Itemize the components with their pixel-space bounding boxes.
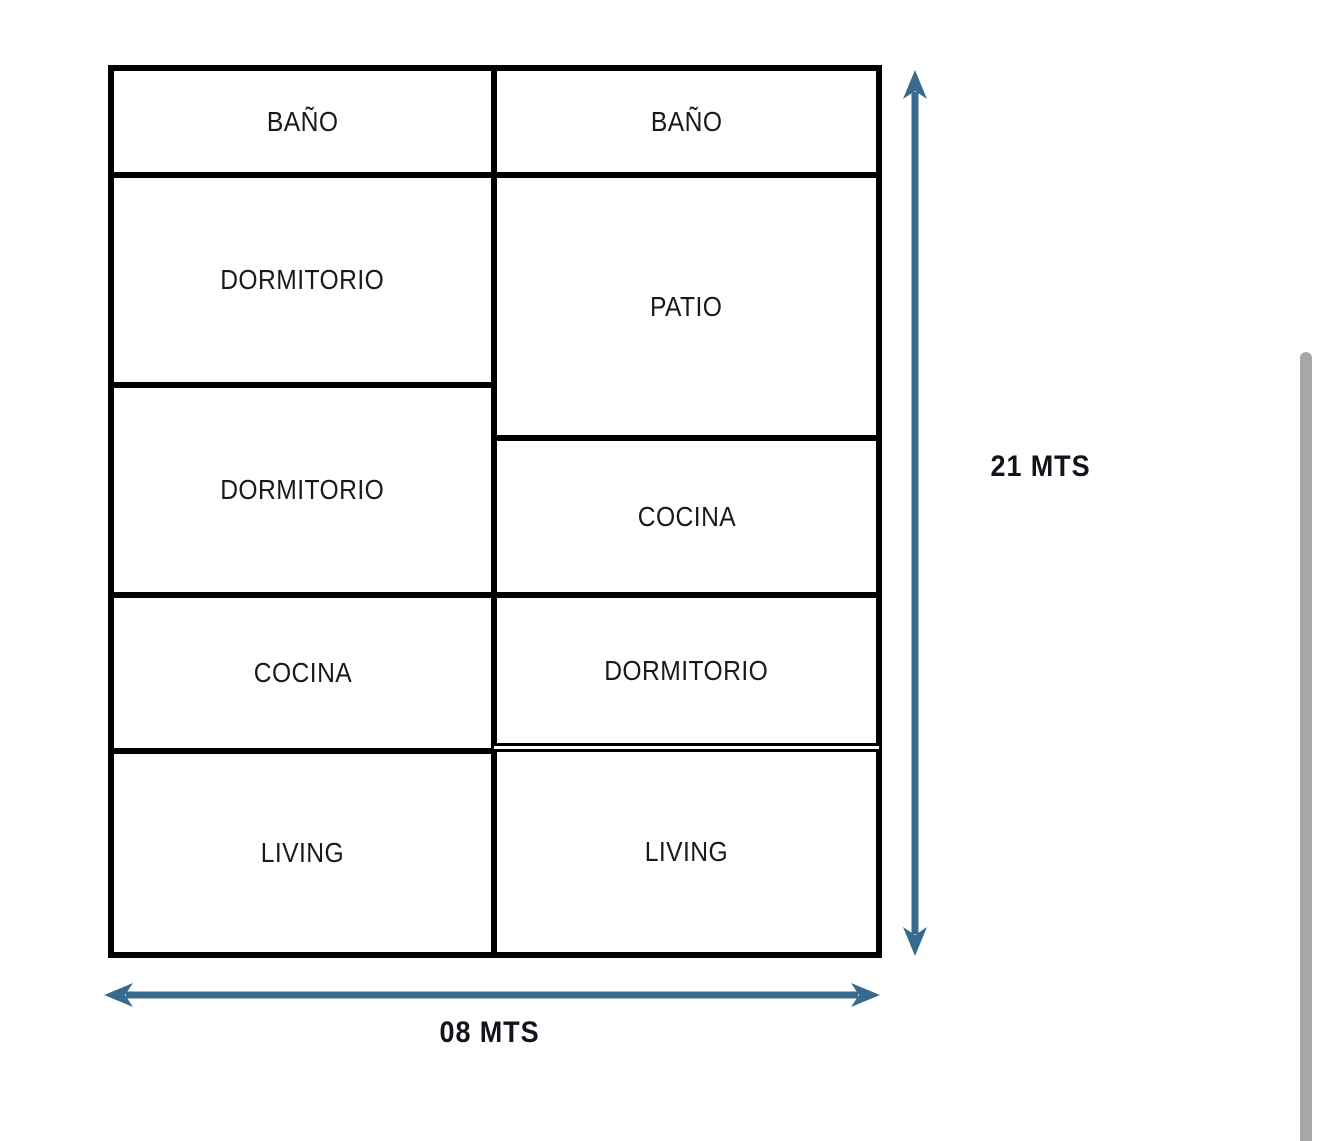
room-label: LIVING	[644, 836, 729, 867]
width-dimension-label: 08 MTS	[439, 1016, 540, 1049]
room-patio-right: PATIO	[494, 175, 879, 438]
room-living-right: LIVING	[494, 749, 879, 955]
room-dormitorio-left-1: DORMITORIO	[111, 175, 494, 385]
vertical-dimension-arrow-icon	[903, 70, 927, 956]
room-label: BAÑO	[650, 105, 723, 137]
room-cocina-left: COCINA	[111, 595, 494, 751]
room-cocina-right: COCINA	[494, 438, 879, 595]
room-bano-right: BAÑO	[494, 68, 879, 175]
room-dormitorio-right: DORMITORIO	[494, 595, 879, 746]
room-label: PATIO	[650, 290, 723, 322]
room-dormitorio-left-2: DORMITORIO	[111, 385, 494, 595]
room-label: COCINA	[253, 657, 352, 688]
horizontal-dimension-arrow-icon	[104, 983, 880, 1007]
room-living-left: LIVING	[111, 751, 494, 955]
floor-plan: BAÑO DORMITORIO DORMITORIO COCINA LIVING…	[108, 65, 882, 958]
room-label: BAÑO	[266, 105, 339, 137]
room-bano-left: BAÑO	[111, 68, 494, 175]
room-label: DORMITORIO	[604, 654, 769, 686]
room-label: DORMITORIO	[220, 474, 385, 505]
height-dimension-label: 21 MTS	[990, 450, 1091, 483]
room-label: DORMITORIO	[220, 264, 385, 295]
scrollbar-thumb[interactable]	[1300, 352, 1312, 1141]
room-label: COCINA	[637, 500, 736, 532]
room-label: LIVING	[260, 837, 345, 868]
